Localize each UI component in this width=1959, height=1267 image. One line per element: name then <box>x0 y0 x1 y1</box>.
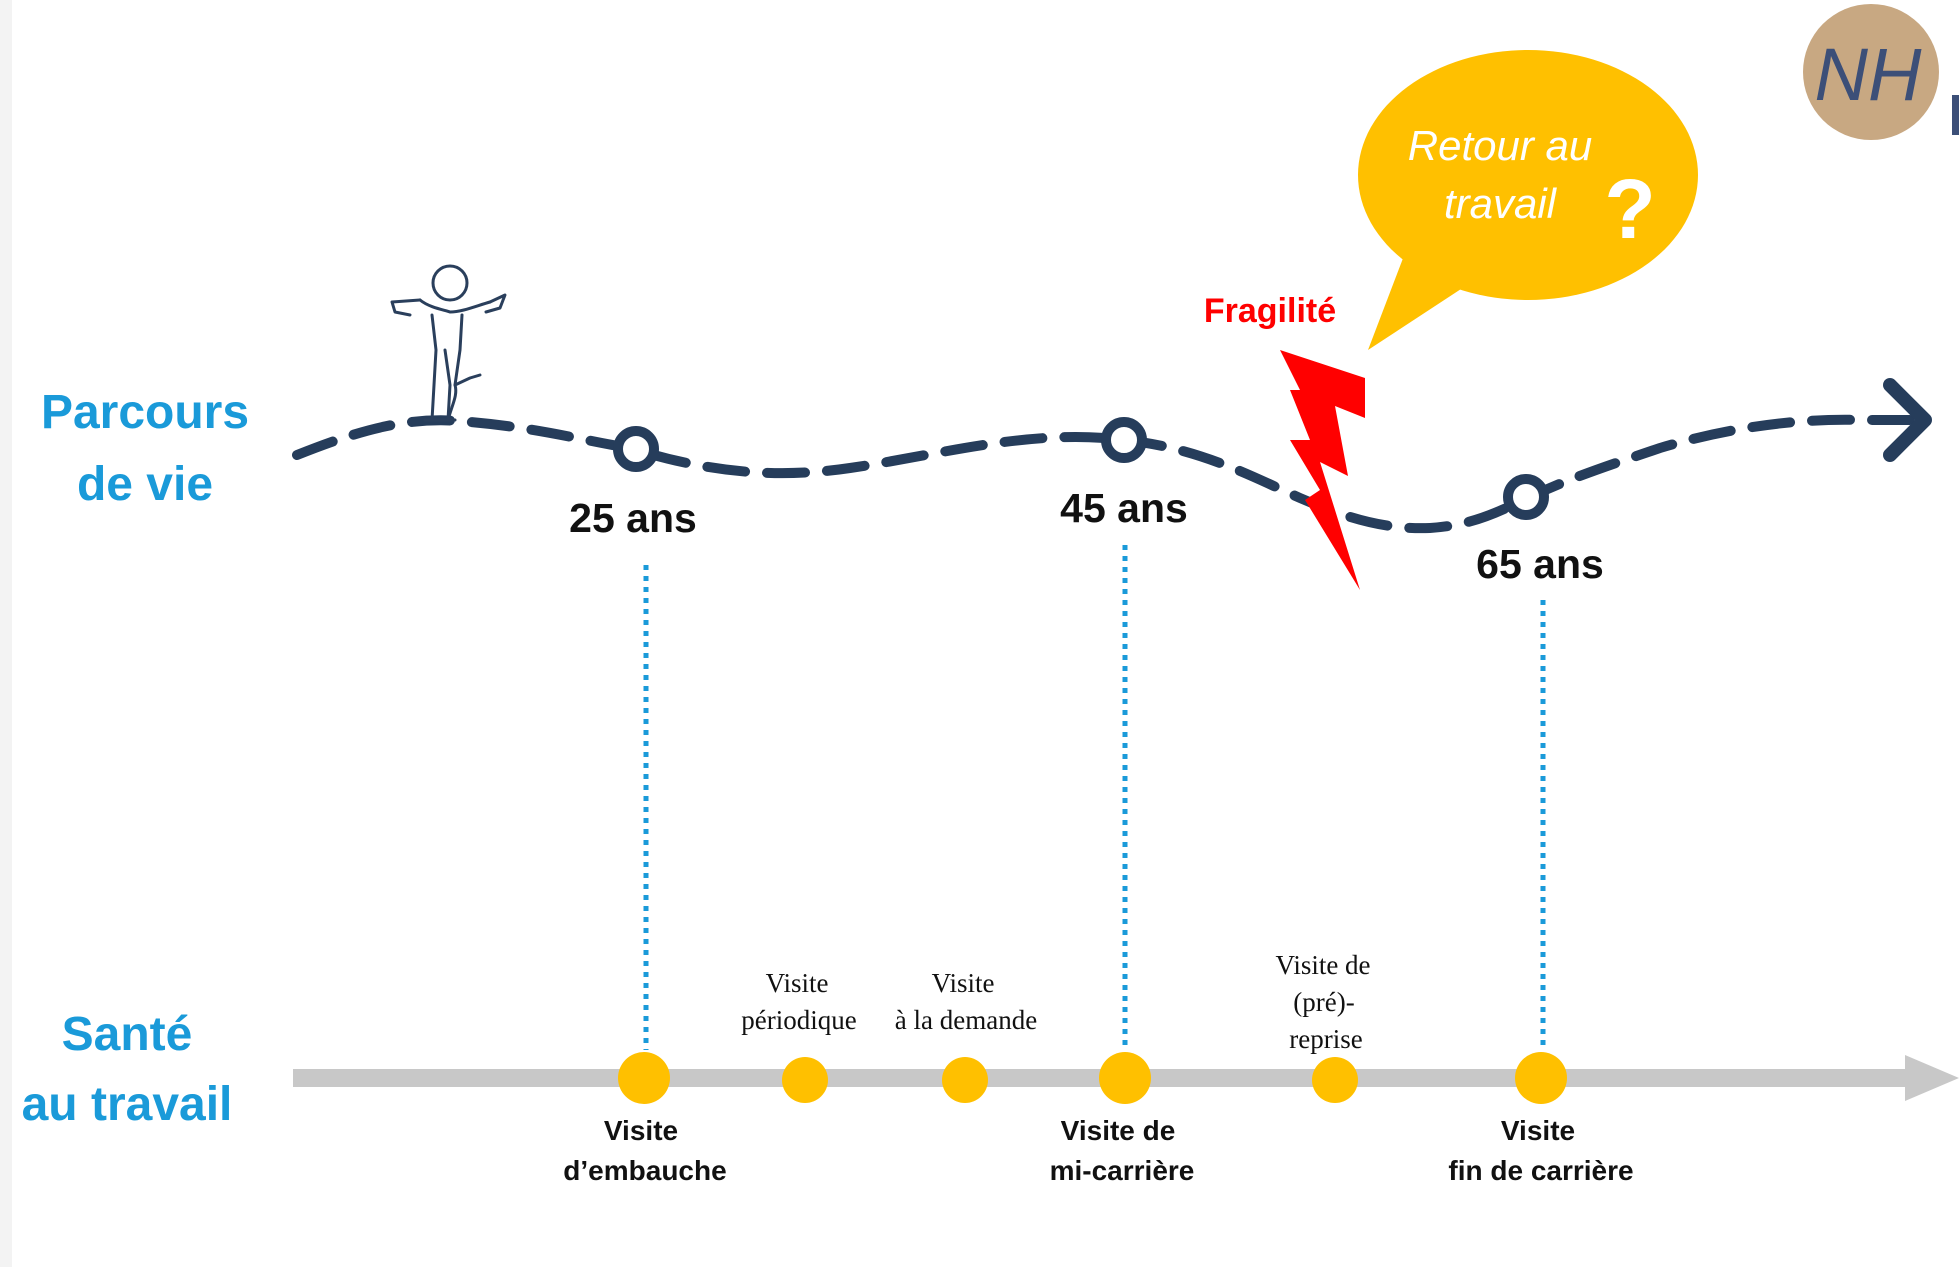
visit-label-mi-carriere-line2: mi-carrière <box>1050 1155 1195 1186</box>
question-mark-icon: ? <box>1604 162 1655 256</box>
milestone-circle-25 <box>613 426 659 472</box>
milestone-circle-45 <box>1101 417 1147 463</box>
speech-bubble-body <box>1358 50 1698 300</box>
page-edge <box>0 0 12 1267</box>
visit-marker-fin-carriere <box>1515 1052 1567 1104</box>
speech-bubble-tail <box>1368 240 1490 350</box>
age-label-45: 45 ans <box>1060 485 1188 531</box>
visit-label-demande-line1: Visite <box>932 968 995 998</box>
visit-marker-demande <box>942 1057 988 1103</box>
life-path-arrowhead <box>1883 378 1932 462</box>
visit-label-fin-carriere-line1: Visite <box>1501 1115 1575 1146</box>
speech-bubble-line2: travail <box>1444 180 1558 227</box>
milestone-connectors <box>643 545 1546 1050</box>
visit-label-demande-line2: à la demande <box>895 1005 1037 1035</box>
logo-edge-bar <box>1952 95 1959 135</box>
milestone-circle-65 <box>1503 474 1549 520</box>
visit-label-periodique-line1: Visite <box>766 968 829 998</box>
visit-marker-embauche <box>618 1052 670 1104</box>
visit-label-reprise-line3: reprise <box>1289 1024 1362 1054</box>
logo-text: NH <box>1815 33 1922 116</box>
visit-marker-periodique <box>782 1057 828 1103</box>
nh-logo: NH <box>1803 4 1959 140</box>
visit-label-fin-carriere-line2: fin de carrière <box>1448 1155 1633 1186</box>
speech-bubble-line1: Retour au <box>1408 122 1592 169</box>
row-label-health-line2: au travail <box>22 1078 233 1131</box>
visit-marker-reprise <box>1312 1057 1358 1103</box>
logo-circle <box>1803 4 1939 140</box>
age-label-65: 65 ans <box>1476 541 1604 587</box>
row-label-life-line1: Parcours <box>41 386 249 439</box>
speech-bubble: Retour au travail ? <box>1358 50 1698 350</box>
visit-label-reprise-line1: Visite de <box>1275 950 1370 980</box>
health-timeline-arrowhead <box>1905 1055 1959 1101</box>
visit-label-mi-carriere-line1: Visite de <box>1061 1115 1176 1146</box>
row-label-health-line1: Santé <box>62 1008 193 1061</box>
life-path-line <box>292 414 1915 534</box>
visit-marker-mi-carriere <box>1099 1052 1151 1104</box>
row-label-life-line2: de vie <box>77 458 213 511</box>
visit-label-embauche-line2: d’embauche <box>563 1155 726 1186</box>
visit-label-periodique-line2: périodique <box>741 1005 856 1035</box>
visit-label-embauche-line1: Visite <box>604 1115 678 1146</box>
age-label-25: 25 ans <box>569 495 697 541</box>
visit-markers <box>618 1052 1567 1104</box>
person-illustration <box>390 264 507 422</box>
fragility-label: Fragilité <box>1204 292 1336 330</box>
fragility-lightning-icon <box>1280 350 1365 590</box>
visit-label-reprise-line2: (pré)- <box>1293 987 1354 1017</box>
